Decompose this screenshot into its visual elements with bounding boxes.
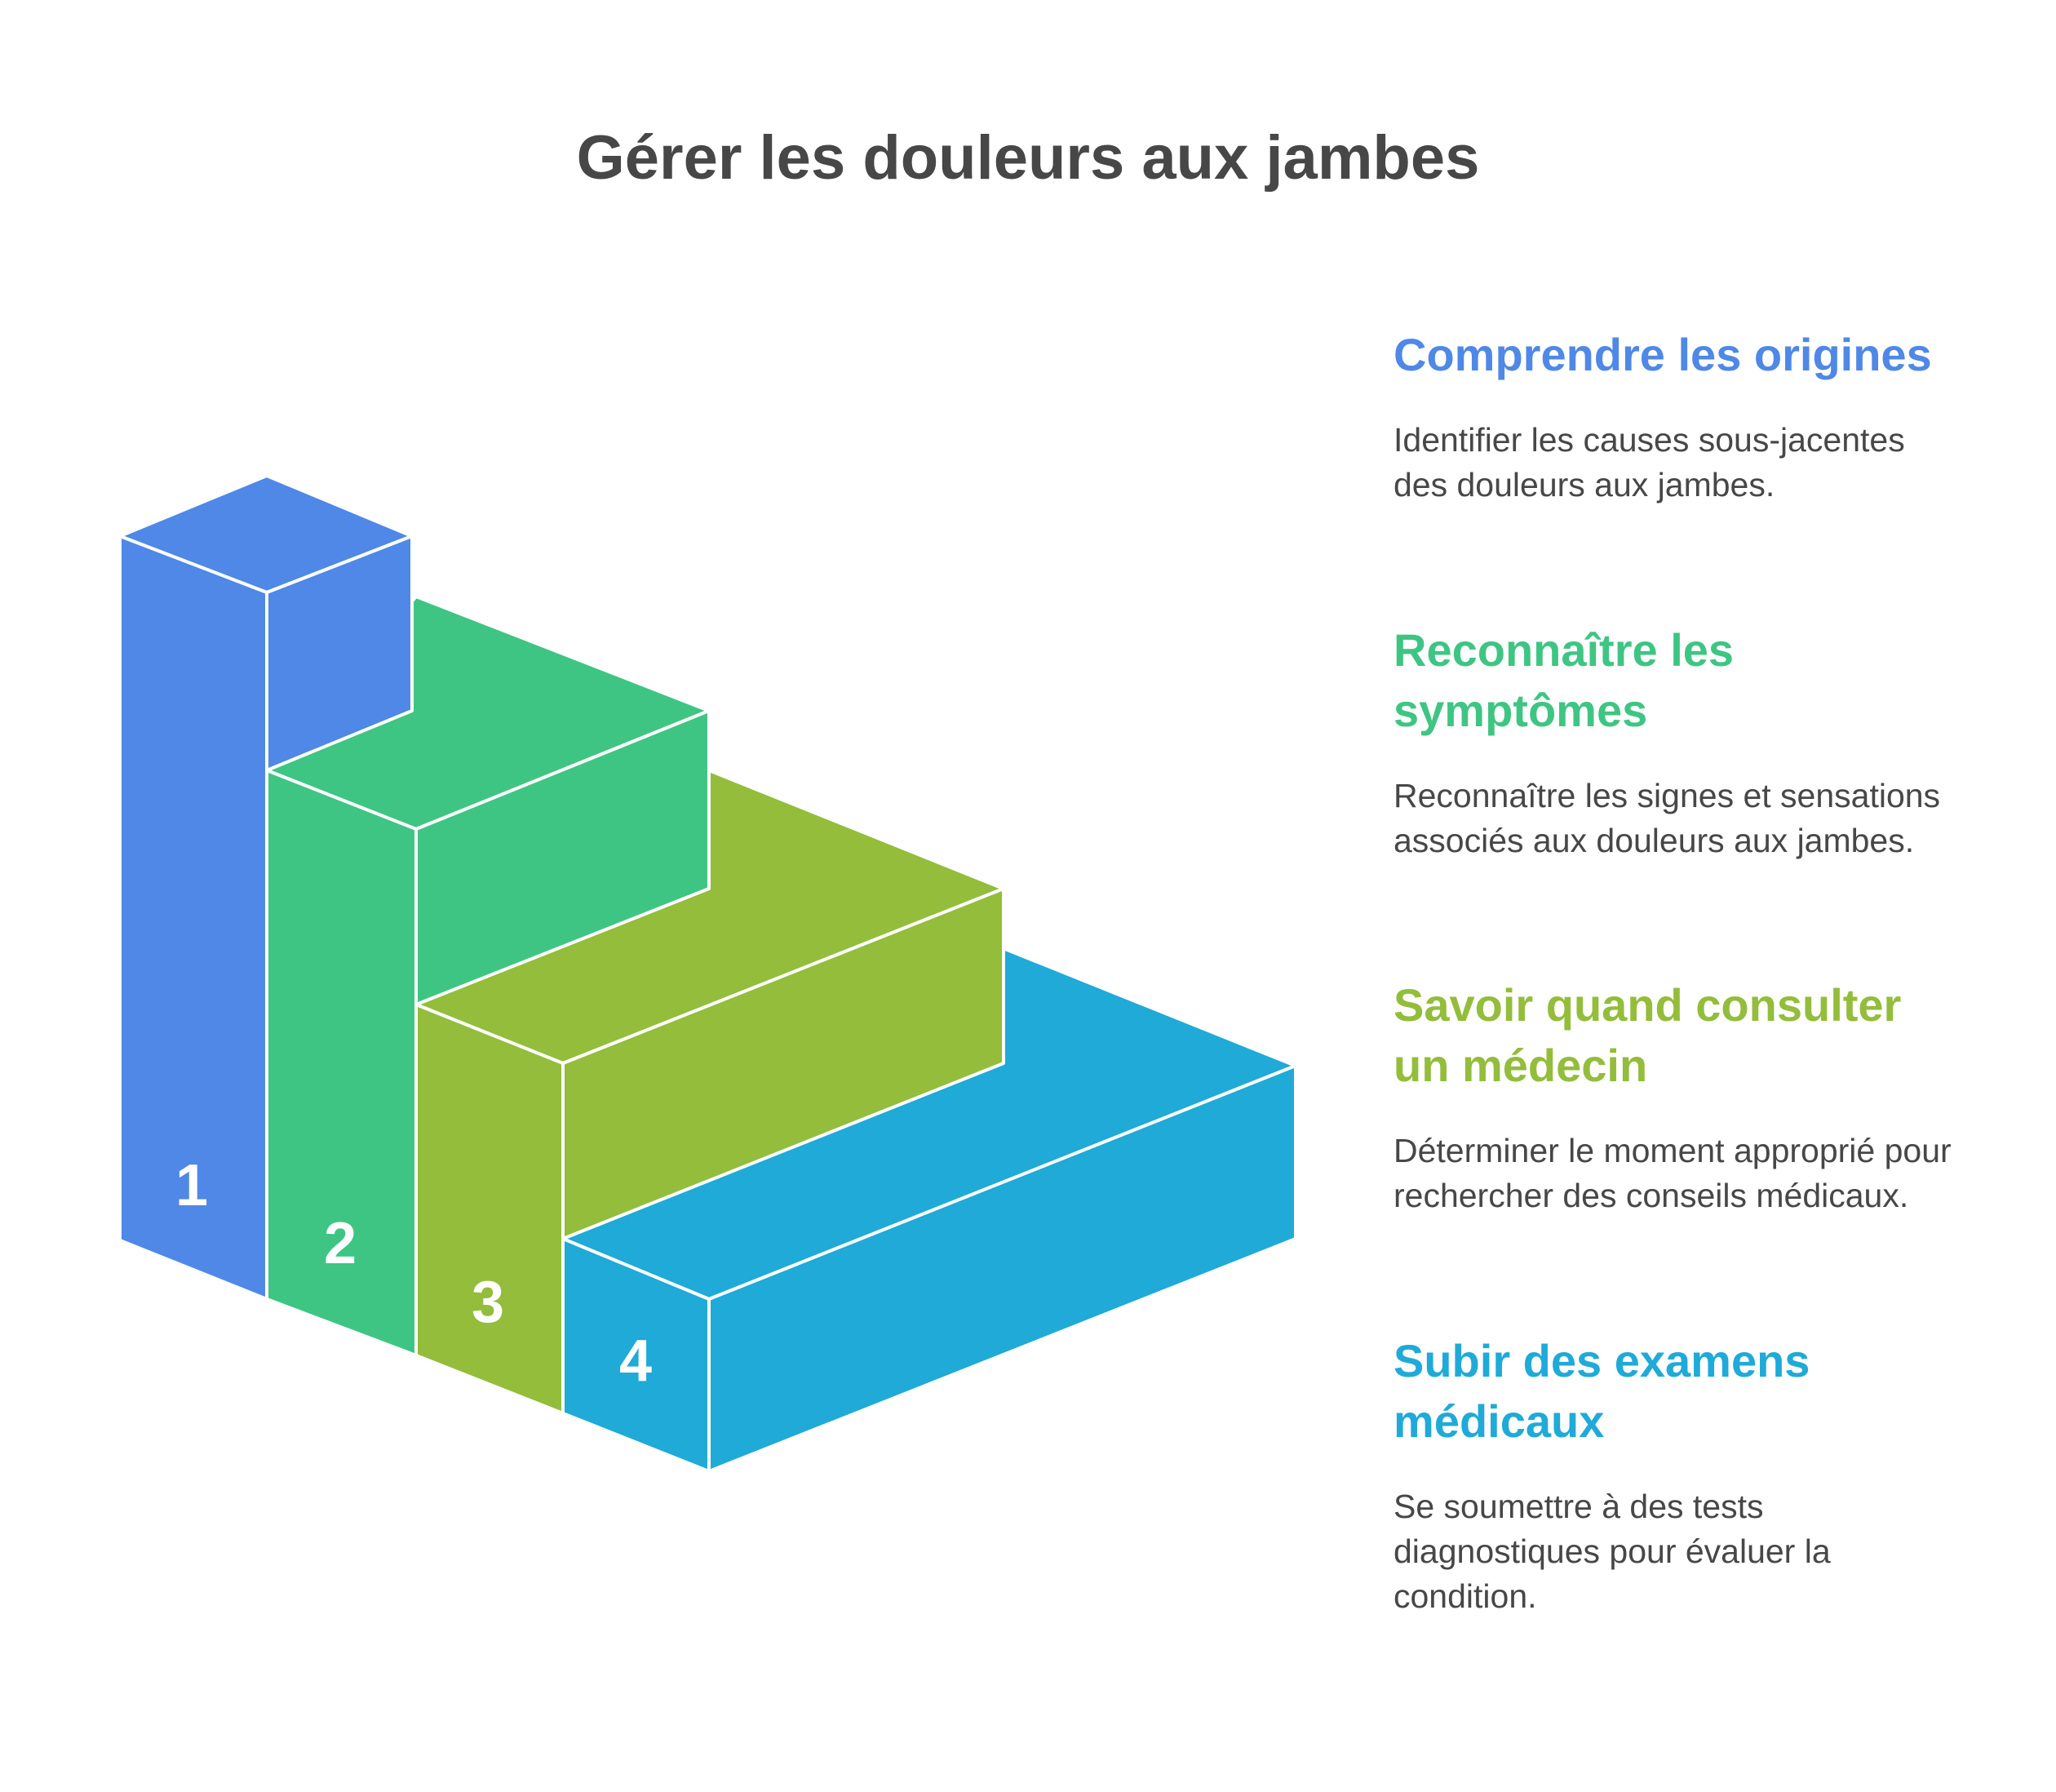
stair-block-1 xyxy=(118,474,414,1301)
stair-block-1-front xyxy=(118,534,268,1301)
stair-block-3-front xyxy=(414,1003,565,1415)
stair-block-3-side xyxy=(561,887,1005,1240)
diagram-title: Gérer les douleurs aux jambes xyxy=(576,123,1480,193)
step-number-1: 1 xyxy=(175,1153,208,1218)
step-item-1: Comprendre les origines Identifier les c… xyxy=(1394,325,1965,508)
step-number-4: 4 xyxy=(619,1328,652,1394)
step-item-3: Savoir quand consulter un médecin Déterm… xyxy=(1394,975,1965,1218)
step-title-2: Reconnaître les symptômes xyxy=(1394,624,1735,736)
stair-block-1-side xyxy=(265,534,414,772)
stair-block-4 xyxy=(561,947,1297,1473)
stair-block-2-side xyxy=(414,709,711,1006)
step-description-1: Identifier les causes sous-jacentes des … xyxy=(1394,421,1905,503)
step-item-2: Reconnaître les symptômes Reconnaître le… xyxy=(1394,620,1965,863)
step-title-3: Savoir quand consulter un médecin xyxy=(1394,979,1902,1091)
stair-block-4-side xyxy=(707,1064,1297,1473)
step-item-4: Subir des examens médicaux Se soumettre … xyxy=(1394,1331,1965,1619)
step-number-3: 3 xyxy=(472,1270,504,1335)
step-title-1: Comprendre les origines xyxy=(1394,329,1932,380)
step-description-3: Déterminer le moment approprié pour rech… xyxy=(1394,1132,1952,1214)
step-description-4: Se soumettre à des tests diagnostiques p… xyxy=(1394,1488,1831,1615)
staircase-diagram: 1 2 3 4 xyxy=(118,474,1297,1473)
step-number-2: 2 xyxy=(324,1211,357,1276)
stair-block-3 xyxy=(414,769,1005,1415)
step-title-4: Subir des examens médicaux xyxy=(1394,1335,1810,1447)
step-description-2: Reconnaître les signes et sensations ass… xyxy=(1394,777,1941,859)
